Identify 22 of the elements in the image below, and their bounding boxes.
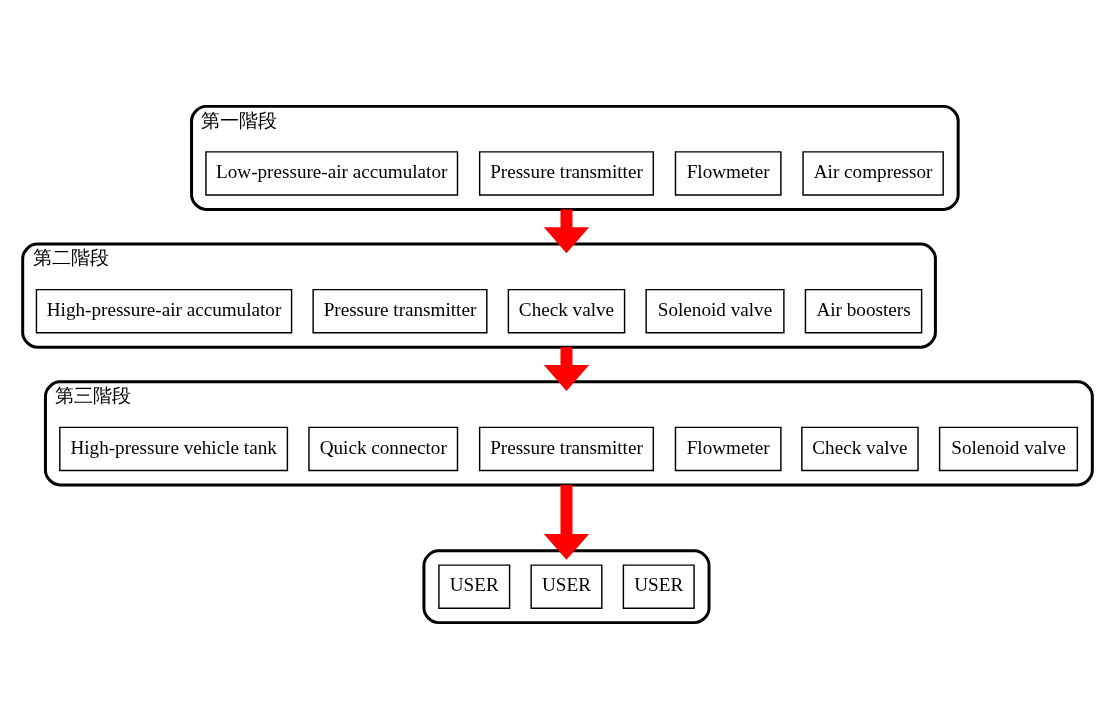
node-box: Flowmeter: [674, 150, 782, 196]
node-box: Flowmeter: [674, 426, 782, 471]
node-box: High-pressure vehicle tank: [59, 426, 289, 471]
node-box: High-pressure-air accumulator: [35, 288, 293, 333]
node-box: Pressure transmitter: [478, 426, 655, 471]
node-box: Check valve: [801, 426, 919, 471]
node-box: Pressure transmitter: [478, 150, 655, 196]
node-box: Check valve: [507, 288, 626, 333]
node-box: Solenoid valve: [938, 426, 1079, 471]
arrow: [543, 208, 590, 253]
node-box: USER: [530, 563, 603, 609]
arrow: [543, 346, 590, 391]
node-box: Low-pressure-air accumulator: [205, 150, 459, 196]
node-box: Quick connector: [308, 426, 459, 471]
arrow: [543, 484, 590, 560]
node-box: Air compressor: [802, 150, 944, 196]
cluster: [422, 548, 711, 624]
node-box: Air boosters: [804, 288, 923, 333]
node-box: USER: [622, 563, 695, 609]
node-box: USER: [438, 563, 511, 609]
node-box: Solenoid valve: [645, 288, 785, 333]
node-box: Pressure transmitter: [312, 288, 488, 333]
